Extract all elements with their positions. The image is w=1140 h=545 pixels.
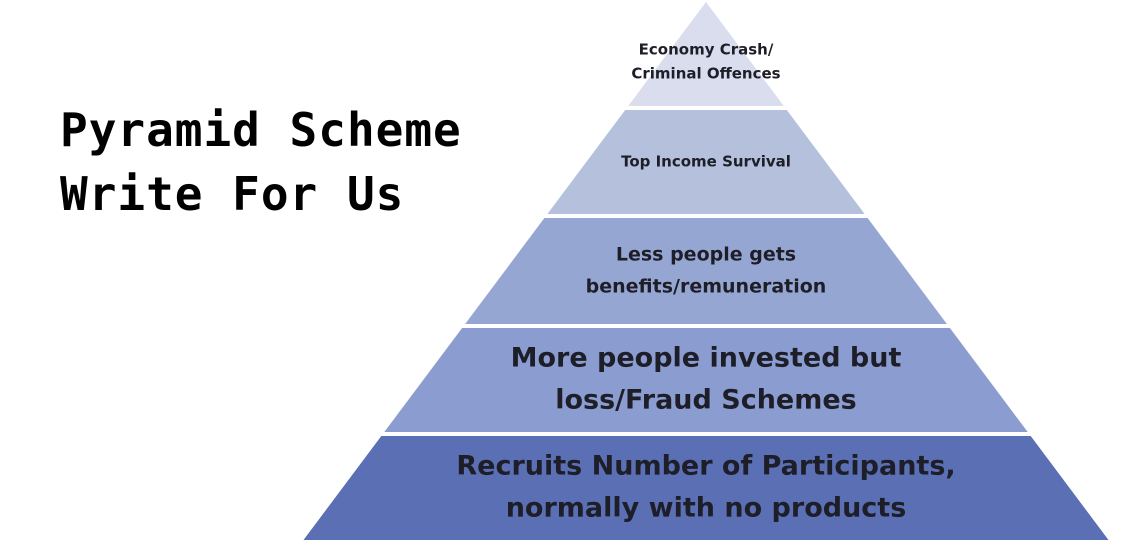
pyramid-tier-4-label-line-1: More people invested but <box>511 343 902 374</box>
pyramid-tier-3-label-line-1: Less people gets <box>616 244 796 266</box>
page-title-line-2: Write For Us <box>60 167 405 221</box>
pyramid-tier-4-label-line-2: loss/Fraud Schemes <box>555 385 857 416</box>
pyramid-tier-1 <box>628 2 784 106</box>
page-title-line-1: Pyramid Scheme <box>60 103 462 157</box>
pyramid-tier-2-label-line-1: Top Income Survival <box>621 153 791 171</box>
pyramid-tier-2 <box>547 110 865 214</box>
page-title: Pyramid Scheme Write For Us <box>60 98 462 226</box>
pyramid-tier-3-label-line-2: benefits/remuneration <box>586 276 827 298</box>
pyramid-tier-4 <box>384 328 1028 432</box>
pyramid-tier-5-label-line-2: normally with no products <box>506 493 907 524</box>
pyramid-tier-3 <box>465 218 947 324</box>
pyramid-tier-1-label-line-2: Criminal Offences <box>631 65 780 83</box>
pyramid-tier-5 <box>303 436 1109 540</box>
pyramid-tier-1-label-line-1: Economy Crash/ <box>639 41 774 59</box>
pyramid-tier-5-label-line-1: Recruits Number of Participants, <box>456 451 955 482</box>
